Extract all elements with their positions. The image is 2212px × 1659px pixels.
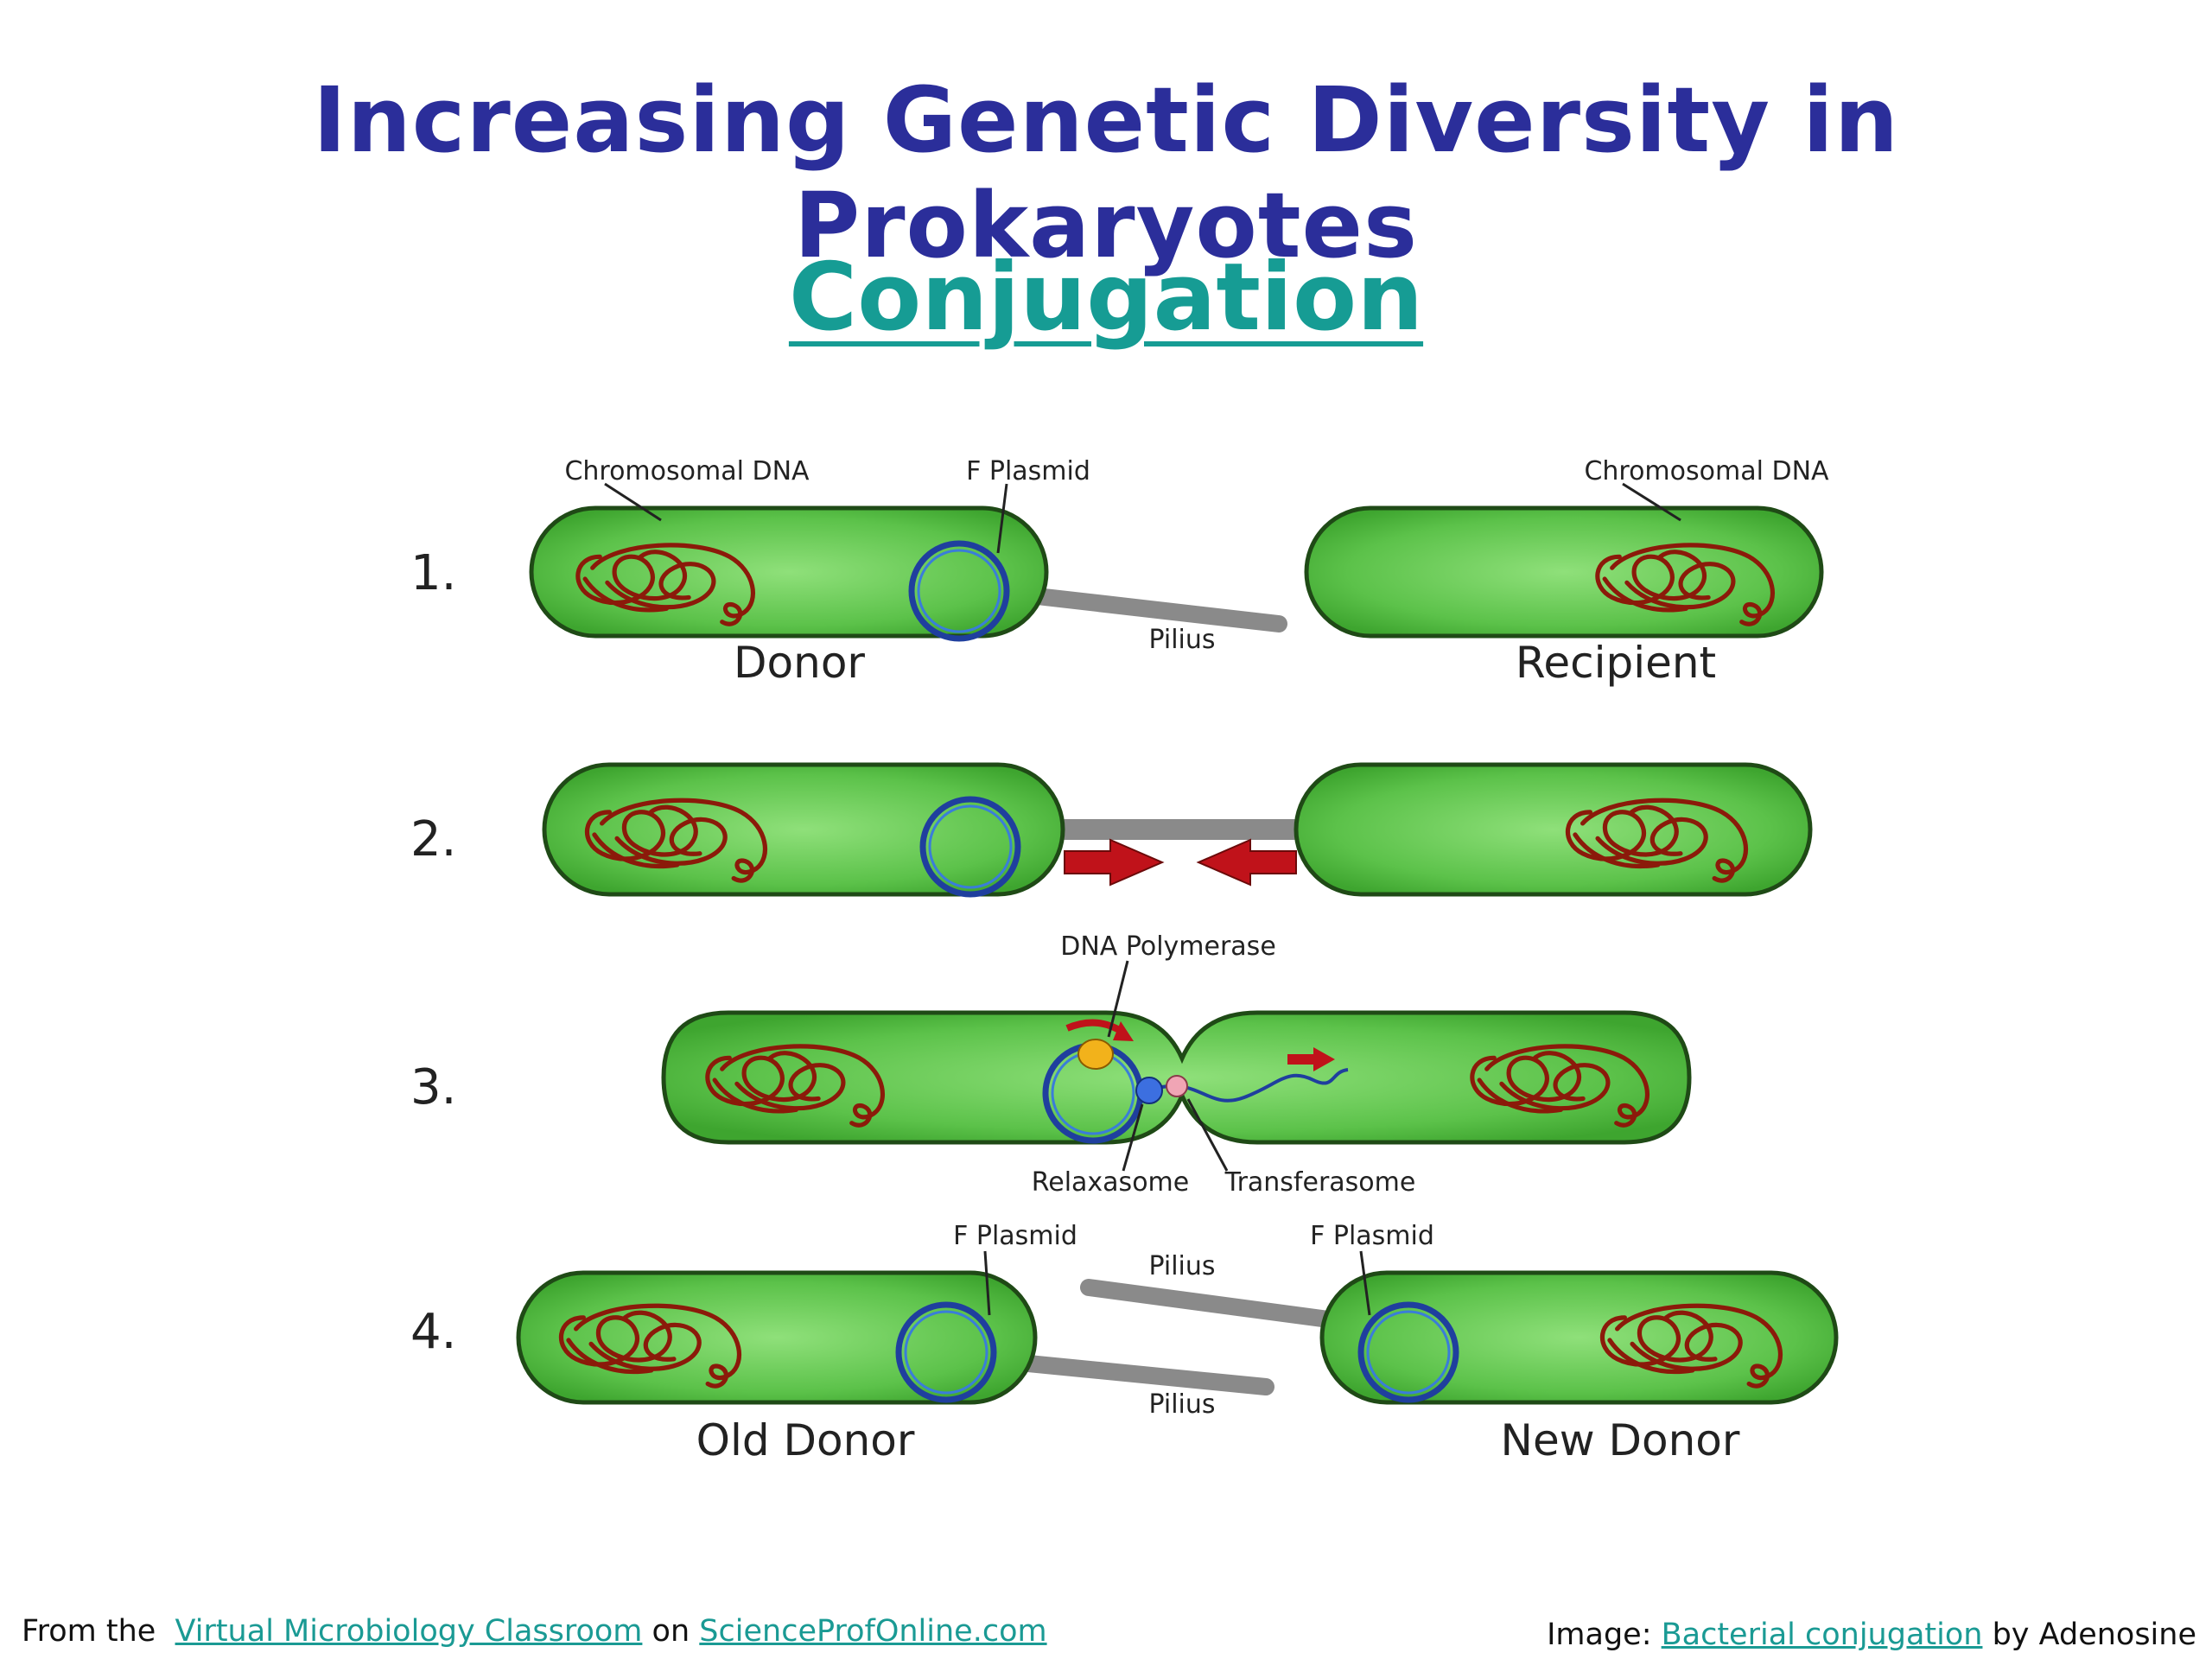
label-new-donor: New Donor	[1501, 1415, 1740, 1465]
arrow-right	[1064, 838, 1165, 887]
label-f-plasmid-left: F Plasmid	[953, 1221, 1077, 1251]
label-chromosomal-dna-right: Chromosomal DNA	[1584, 456, 1829, 486]
footer-mid: on	[652, 1614, 690, 1649]
f-plasmid-new-donor	[1357, 1301, 1459, 1403]
label-recipient: Recipient	[1516, 638, 1716, 688]
step-3: DNA Polymerase Relaxasome Transferasome	[661, 931, 1692, 1198]
label-pilius-top: Pilius	[1148, 1251, 1215, 1281]
f-plasmid	[908, 540, 1010, 642]
step-number-3: 3.	[410, 1059, 456, 1116]
label-old-donor: Old Donor	[696, 1415, 915, 1465]
relaxasome	[1135, 1077, 1163, 1104]
step-number-1: 1.	[410, 545, 456, 601]
new-donor-cell	[1319, 1270, 1839, 1405]
transferasome	[1166, 1075, 1188, 1097]
subtitle-text: Conjugation	[788, 244, 1424, 352]
footer-prefix: From the	[22, 1614, 156, 1649]
donor-cell	[529, 505, 1049, 639]
recipient-cell	[1304, 505, 1824, 639]
footer-image-credit: Image: Bacterial conjugation by Adenosin…	[1547, 1618, 2196, 1652]
page-title: Increasing Genetic Diversity in Prokaryo…	[313, 67, 1899, 278]
label-f-plasmid-right: F Plasmid	[1310, 1221, 1434, 1251]
step-number-2: 2.	[410, 811, 456, 868]
link-scienceprofonline[interactable]: ScienceProfOnline.com	[699, 1614, 1047, 1649]
label-transferasome: Transferasome	[1224, 1167, 1416, 1198]
label-dna-polymerase: DNA Polymerase	[1060, 931, 1276, 962]
pilus	[1028, 588, 1287, 632]
link-virtual-microbiology-classroom[interactable]: Virtual Microbiology Classroom	[175, 1614, 643, 1649]
label-donor: Donor	[734, 638, 865, 688]
footer-image-prefix: Image:	[1547, 1618, 1652, 1652]
old-donor-cell	[516, 1270, 1038, 1405]
transfer-arrow	[1287, 1047, 1335, 1071]
single-strand-dna	[1161, 1068, 1349, 1103]
footer-source: From the Virtual Microbiology Classroom …	[22, 1614, 1047, 1649]
pilus	[1050, 819, 1309, 840]
f-plasmid-old-donor	[895, 1301, 997, 1403]
label-pilius: Pilius	[1148, 625, 1215, 655]
step-2	[542, 762, 1813, 898]
dna-polymerase	[1077, 1039, 1114, 1070]
page-subtitle: Conjugation	[0, 244, 2212, 352]
link-bacterial-conjugation[interactable]: Bacterial conjugation	[1661, 1618, 1983, 1652]
step-4: F Plasmid F Plasmid Pilius Pilius Old Do…	[516, 1221, 1839, 1465]
label-pilius-bottom: Pilius	[1148, 1389, 1215, 1420]
step-1: Chromosomal DNA F Plasmid Chromosomal DN…	[529, 456, 1829, 688]
pilus-old	[1020, 1355, 1274, 1395]
f-plasmid	[919, 796, 1021, 898]
step-number-4: 4.	[410, 1304, 456, 1360]
pilus-new	[1080, 1279, 1344, 1329]
arrow-left	[1196, 838, 1297, 887]
label-chromosomal-dna-left: Chromosomal DNA	[564, 456, 810, 486]
label-relaxasome: Relaxasome	[1032, 1167, 1189, 1198]
footer-image-suffix: by Adenosine	[1992, 1618, 2196, 1652]
label-f-plasmid: F Plasmid	[966, 456, 1090, 486]
